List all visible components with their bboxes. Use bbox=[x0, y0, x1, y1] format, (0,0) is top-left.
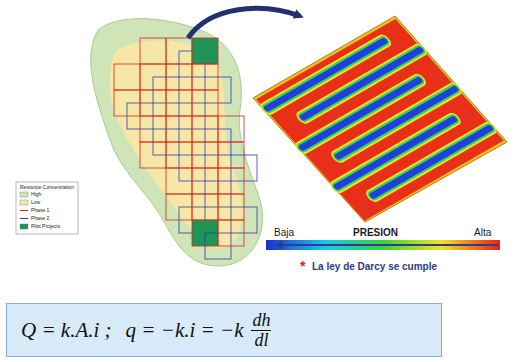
pressure-panel bbox=[256, 19, 503, 221]
curved-arrow bbox=[188, 8, 300, 38]
legend-swatch bbox=[20, 224, 28, 229]
pressure-arrow bbox=[278, 244, 498, 246]
legend-box bbox=[16, 182, 78, 234]
region-outline bbox=[91, 19, 263, 266]
stripe-mid bbox=[372, 128, 490, 196]
pressure-scale bbox=[266, 240, 500, 250]
phase1-cell bbox=[218, 116, 244, 142]
stripe-core bbox=[372, 128, 490, 196]
legend-text: Low bbox=[31, 199, 40, 205]
phase1-cell bbox=[218, 168, 244, 194]
legend-heading: Resource Concentration bbox=[20, 184, 74, 190]
formula-box: Q = k.A.i ;q = −k.i = −kdhdl bbox=[6, 303, 442, 357]
formula-text: q = −k.i = −k bbox=[126, 318, 244, 343]
phase1-cell bbox=[166, 116, 192, 142]
phase1-cell bbox=[166, 64, 192, 90]
fraction: dhdl bbox=[249, 311, 273, 350]
phase1-cell bbox=[192, 142, 218, 168]
legend-text: Pilot Projects bbox=[31, 223, 60, 229]
phase1-cell bbox=[192, 194, 218, 220]
legend-text: Phase 1 bbox=[31, 207, 49, 213]
fraction-denominator: dl bbox=[251, 330, 271, 350]
bullet-asterisk: * bbox=[300, 258, 305, 274]
phase1-cell bbox=[140, 90, 166, 116]
scale-title: PRESION bbox=[353, 227, 398, 238]
phase1-cell bbox=[140, 38, 166, 64]
scale-low: Baja bbox=[274, 227, 294, 238]
phase1-cell bbox=[192, 38, 218, 64]
resource-zone bbox=[110, 41, 243, 248]
formula-text: Q = k.A.i ; bbox=[21, 318, 112, 343]
legend-line bbox=[20, 218, 28, 219]
note-text: La ley de Darcy se cumple bbox=[312, 261, 437, 272]
legend-swatch bbox=[20, 200, 28, 205]
stripe-halo bbox=[372, 128, 490, 196]
grid-cells bbox=[114, 38, 257, 259]
phase1-cell bbox=[140, 142, 166, 168]
phase1-cell bbox=[166, 168, 192, 194]
phase1-cell bbox=[218, 220, 244, 246]
legend-line bbox=[20, 210, 28, 211]
fraction-numerator: dh bbox=[249, 311, 273, 330]
legend-swatch bbox=[20, 192, 28, 197]
legend-text: Phase 2 bbox=[31, 215, 49, 221]
scale-high: Alta bbox=[474, 227, 491, 238]
panel-edge bbox=[253, 16, 507, 222]
legend-text: High bbox=[31, 191, 41, 197]
phase1-cell bbox=[114, 64, 140, 90]
phase1-cell bbox=[192, 90, 218, 116]
